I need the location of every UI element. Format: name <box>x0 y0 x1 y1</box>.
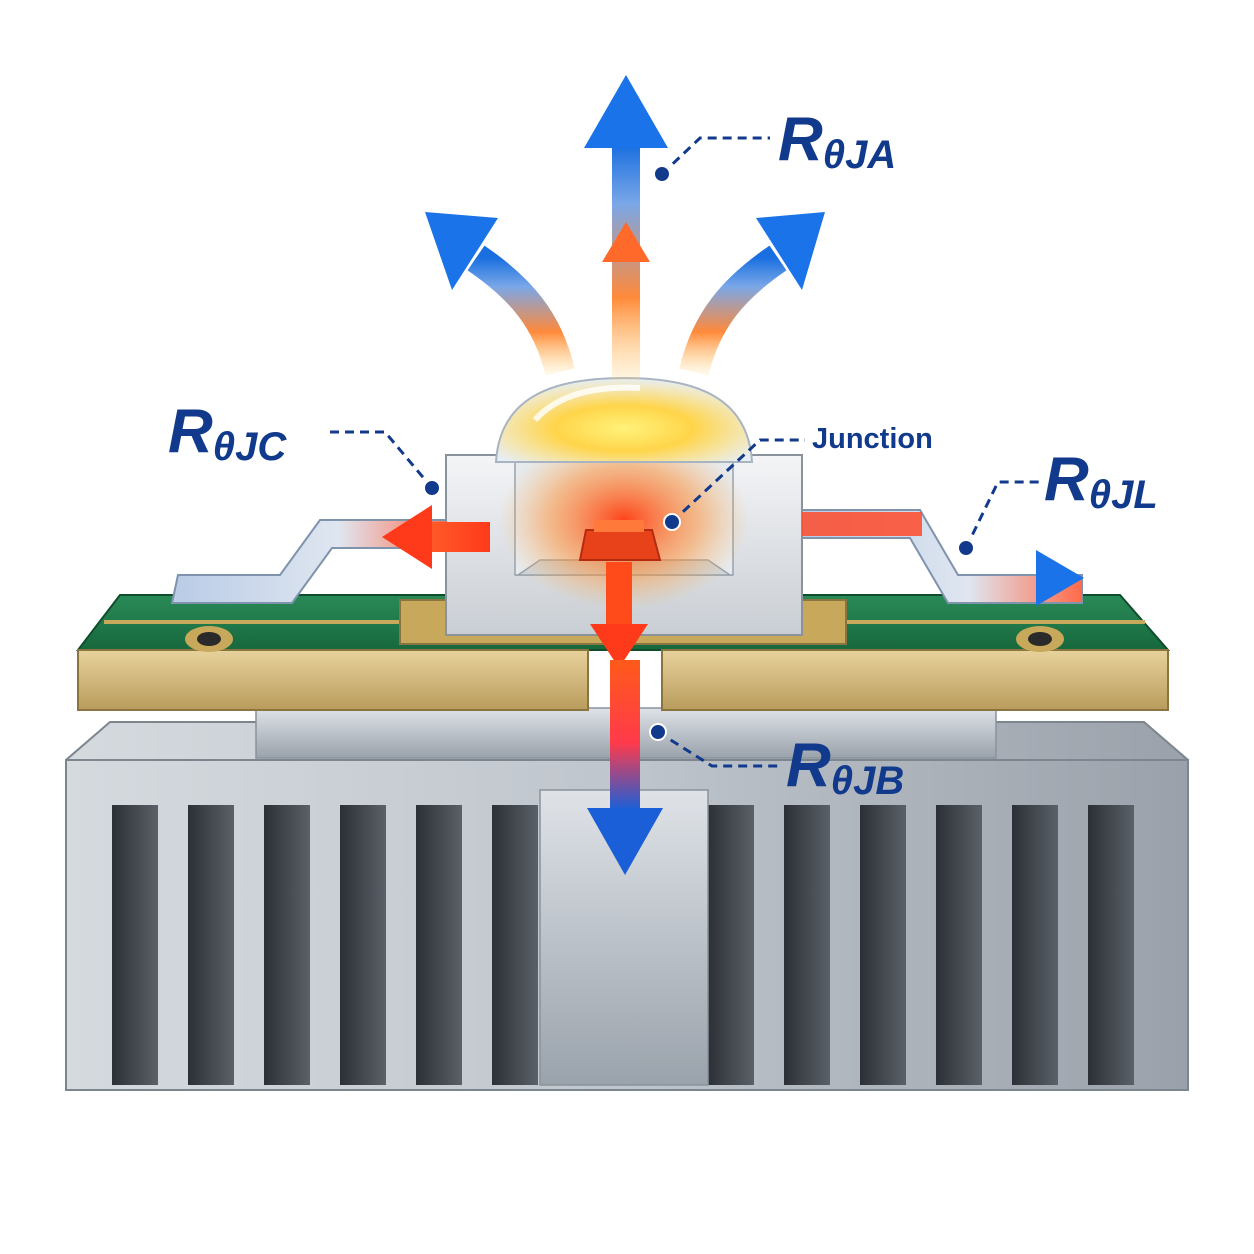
svg-text:RθJC: RθJC <box>168 397 287 469</box>
heat-flow-arrow-right <box>802 512 1084 606</box>
label-junction: Junction <box>663 423 933 531</box>
junction-die <box>578 520 662 561</box>
heat-flow-arrow-up <box>584 75 668 380</box>
heat-flow-arrow-down <box>587 660 663 875</box>
heat-flow-arrow-upleft <box>425 212 575 376</box>
label-r-theta-ja: RθJA <box>653 105 896 183</box>
mounting-hole-right <box>1016 626 1064 652</box>
heatsink-slots <box>112 805 1134 1085</box>
svg-text:Junction: Junction <box>812 423 933 455</box>
heat-flow-arrow-down-short <box>590 562 648 668</box>
label-r-theta-jl: RθJL <box>957 445 1158 557</box>
heatsink <box>65 707 1189 1091</box>
label-r-theta-jc: RθJC <box>168 397 441 497</box>
svg-text:RθJB: RθJB <box>786 731 904 803</box>
led-package <box>445 376 803 636</box>
mounting-hole-left <box>185 626 233 652</box>
heat-flow-arrow-left <box>382 505 490 569</box>
svg-text:RθJA: RθJA <box>778 105 896 177</box>
label-r-theta-jb: RθJB <box>649 723 904 803</box>
svg-text:RθJL: RθJL <box>1044 445 1158 517</box>
heat-flow-arrow-upright <box>679 212 825 376</box>
